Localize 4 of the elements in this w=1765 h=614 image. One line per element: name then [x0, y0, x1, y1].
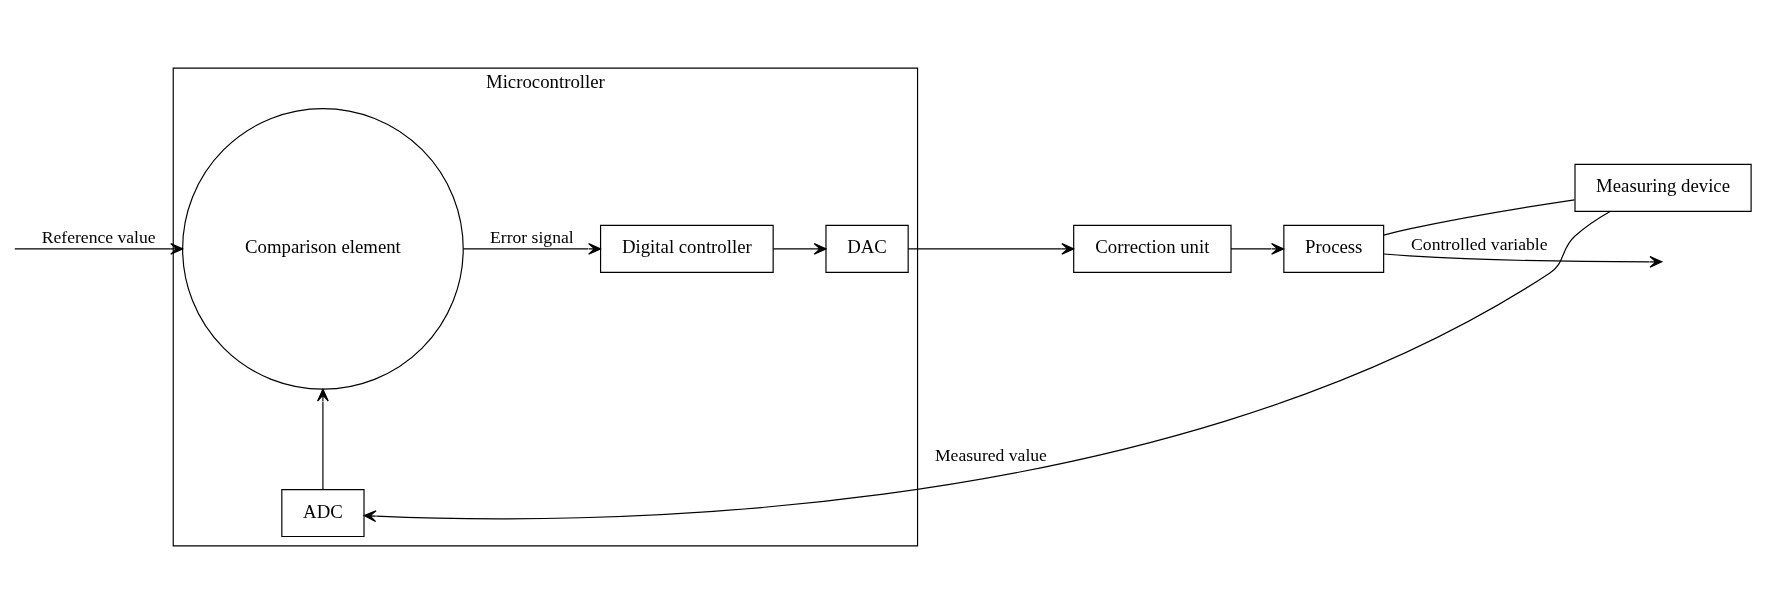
edge-label: Controlled variable [1411, 234, 1548, 255]
edge-label: Error signal [490, 227, 574, 248]
edge-label: Measured value [934, 445, 1047, 466]
edge-label: Reference value [41, 227, 156, 248]
